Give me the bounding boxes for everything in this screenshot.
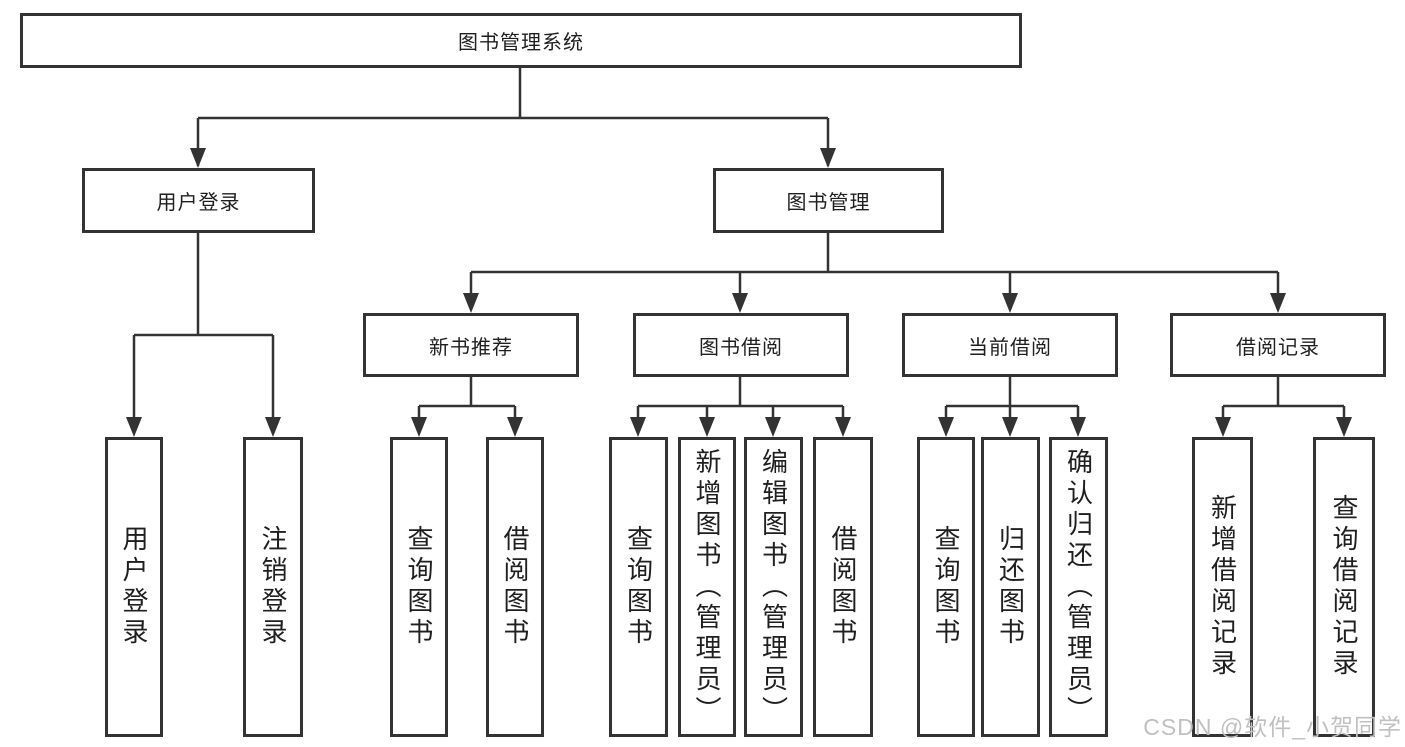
leaf-add-borrow-record: 新增借阅记录 xyxy=(1192,437,1253,737)
node-user-login: 用户登录 xyxy=(82,168,315,233)
leaf-return-books: 归还图书 xyxy=(981,437,1040,737)
leaf-confirm-return-admin-label: 确认归还（管理员） xyxy=(1063,447,1094,727)
leaf-confirm-return-admin: 确认归还（管理员） xyxy=(1049,437,1108,737)
leaf-query-books-2: 查询图书 xyxy=(609,437,668,737)
node-new-book-recommend: 新书推荐 xyxy=(363,313,579,377)
watermark: CSDN @软件_小贺同学 xyxy=(1143,714,1402,740)
leaf-user-login: 用户登录 xyxy=(105,437,163,737)
node-book-mgmt-label: 图书管理 xyxy=(786,192,871,214)
leaf-query-books-2-label: 查询图书 xyxy=(623,525,654,649)
leaf-logout-login: 注销登录 xyxy=(243,437,303,737)
leaf-edit-books-admin-label: 编辑图书（管理员） xyxy=(758,447,789,727)
leaf-user-login-label: 用户登录 xyxy=(119,525,149,649)
leaf-add-books-admin-label: 新增图书（管理员） xyxy=(692,447,722,727)
leaf-logout-login-label: 注销登录 xyxy=(258,525,288,649)
leaf-query-borrow-record-label: 查询借阅记录 xyxy=(1329,494,1359,680)
node-new-book-recommend-label: 新书推荐 xyxy=(429,336,513,359)
leaf-return-books-label: 归还图书 xyxy=(995,525,1026,649)
leaf-query-books-3: 查询图书 xyxy=(917,437,975,737)
node-borrow-records: 借阅记录 xyxy=(1170,313,1386,377)
node-root: 图书管理系统 xyxy=(20,13,1022,68)
node-current-borrow: 当前借阅 xyxy=(902,313,1118,377)
leaf-add-books-admin: 新增图书（管理员） xyxy=(678,437,736,737)
leaf-borrow-books-1-label: 借阅图书 xyxy=(500,525,530,649)
leaf-query-books-3-label: 查询图书 xyxy=(931,525,961,649)
leaf-add-borrow-record-label: 新增借阅记录 xyxy=(1207,494,1238,680)
leaf-query-books-1: 查询图书 xyxy=(390,437,448,737)
leaf-borrow-books-2: 借阅图书 xyxy=(813,437,873,737)
node-current-borrow-label: 当前借阅 xyxy=(968,336,1052,359)
node-root-label: 图书管理系统 xyxy=(458,32,584,54)
node-book-borrow-label: 图书借阅 xyxy=(699,336,783,359)
node-book-borrow: 图书借阅 xyxy=(633,313,849,377)
node-user-login-label: 用户登录 xyxy=(156,192,241,214)
leaf-query-borrow-record: 查询借阅记录 xyxy=(1313,437,1375,737)
leaf-borrow-books-2-label: 借阅图书 xyxy=(828,525,858,649)
node-book-mgmt: 图书管理 xyxy=(713,168,944,233)
leaf-query-books-1-label: 查询图书 xyxy=(404,525,434,649)
node-borrow-records-label: 借阅记录 xyxy=(1236,336,1320,359)
leaf-borrow-books-1: 借阅图书 xyxy=(486,437,544,737)
leaf-edit-books-admin: 编辑图书（管理员） xyxy=(744,437,803,737)
